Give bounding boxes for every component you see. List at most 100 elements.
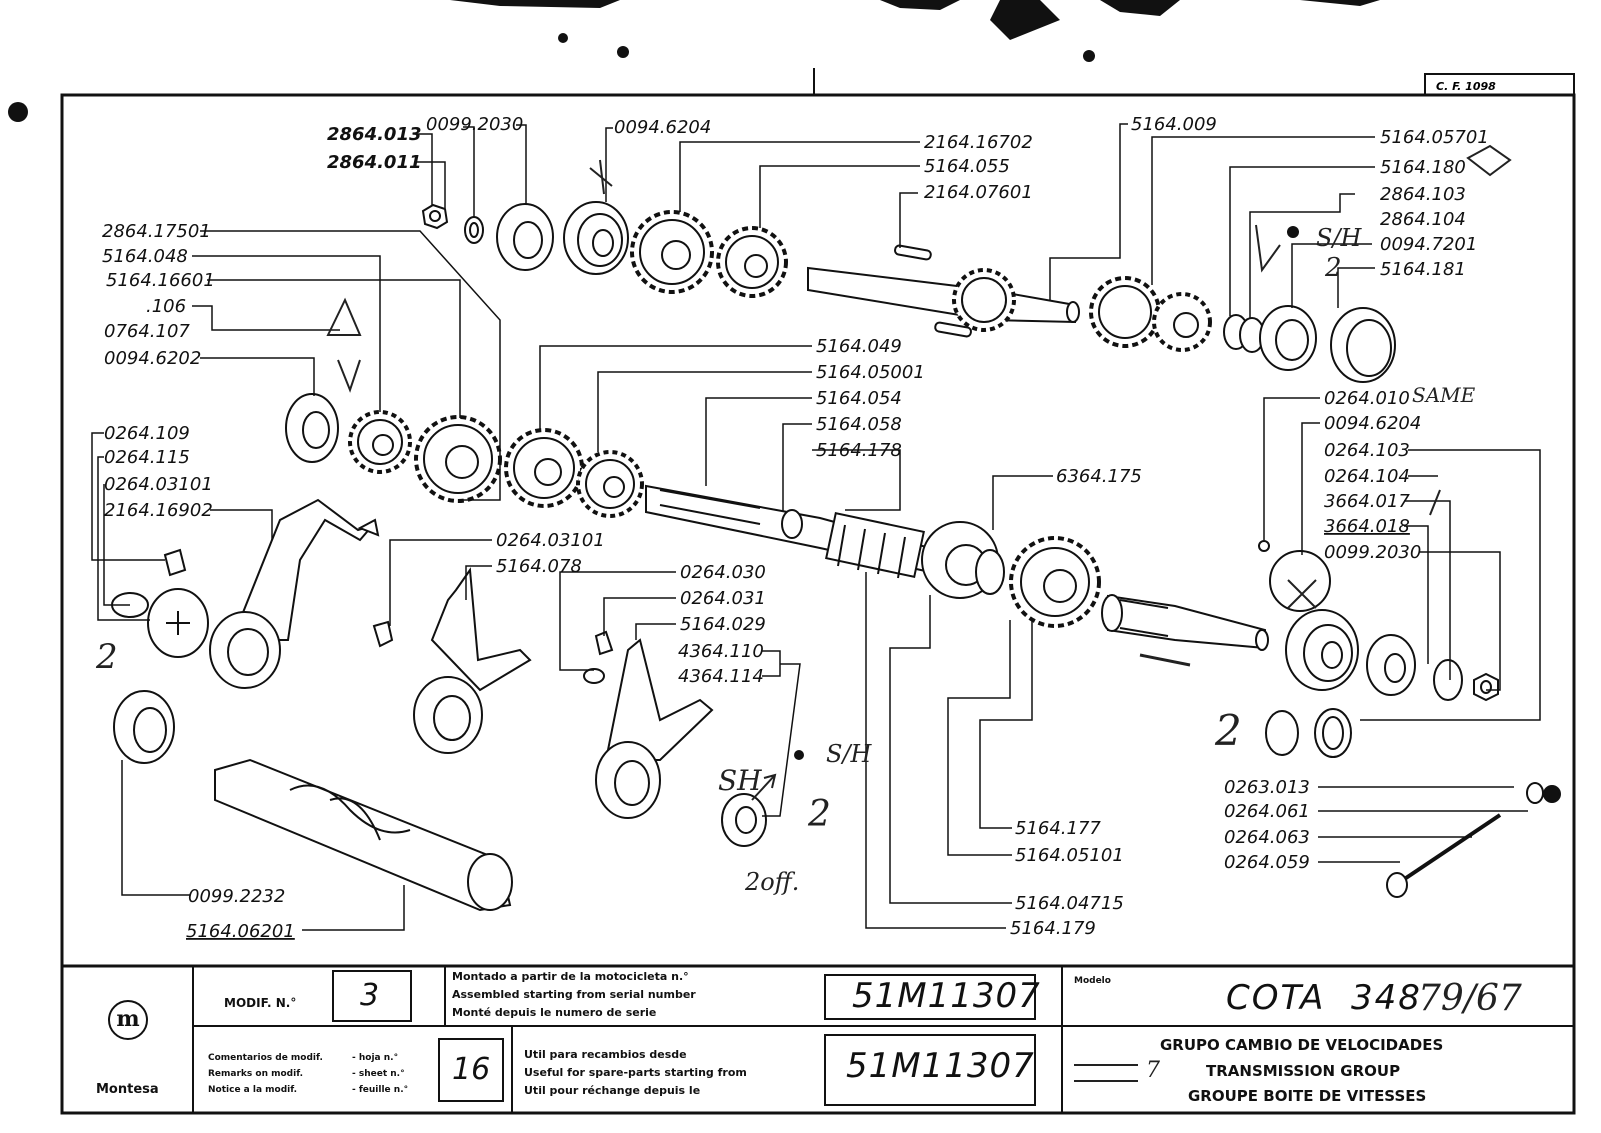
label-0094-6202: 0094.6202 <box>104 348 201 369</box>
svg-text:S/H: S/H <box>1316 224 1363 252</box>
label-0263-013: 0263.013 <box>1224 777 1310 798</box>
group-en: TRANSMISSION GROUP <box>1206 1062 1401 1080</box>
svg-text:2: 2 <box>1214 706 1242 755</box>
fork-5164-078 <box>413 567 532 754</box>
assembled-en: Assembled starting from serial number <box>452 988 696 1001</box>
label-0264-109: 0264.109 <box>104 423 190 444</box>
label-2164-16902: 2164.16902 <box>104 500 213 521</box>
gear-6364-175 <box>921 521 1101 628</box>
label-0264-061: 0264.061 <box>1224 801 1310 822</box>
serial-1-box <box>824 974 1036 1020</box>
assembled-es: Montado a partir de la motocicleta n.° <box>452 970 689 983</box>
label-5164-05101: 5164.05101 <box>1015 845 1124 866</box>
svg-text:2: 2 <box>95 637 118 677</box>
svg-text:SAME: SAME <box>1412 383 1476 407</box>
serial-2: 51M11307 <box>846 1046 1035 1086</box>
util-fr: Util pour réchange depuis le <box>524 1084 701 1097</box>
gear-5164-16601 <box>348 410 412 474</box>
scan-smudges <box>8 0 1380 122</box>
label-0094-6204-top: 0094.6204 <box>614 117 711 138</box>
svg-text:2off.: 2off. <box>744 868 799 896</box>
model-name: COTA 348 <box>1226 978 1422 1018</box>
handwritten-notes <box>326 144 1512 801</box>
lockwasher-3664-017 <box>1433 659 1463 701</box>
label-5164-078: 5164.078 <box>496 556 582 577</box>
svg-text:2: 2 <box>807 794 831 835</box>
svg-text:S/H: S/H <box>826 740 873 768</box>
label-5164-180: 5164.180 <box>1380 157 1466 178</box>
output-shaft <box>1101 594 1269 651</box>
label-3664-018: 3664.018 <box>1324 516 1410 537</box>
group-es: GRUPO CAMBIO DE VELOCIDADES <box>1160 1036 1444 1054</box>
label-0264-059: 0264.059 <box>1224 852 1310 873</box>
gear-5164-055 <box>716 226 788 298</box>
svg-text:SH: SH <box>718 764 762 797</box>
group-prefix-struck: 7 <box>1146 1058 1160 1083</box>
comments-en: Remarks on modif. <box>208 1069 304 1079</box>
gear-5164-05701 <box>1089 276 1212 352</box>
sheet-label-es: - hoja n.° <box>352 1053 399 1063</box>
gear-2164-16702 <box>630 210 714 294</box>
label-2864-104: 2864.104 <box>1380 209 1466 230</box>
label-0764-107: 0764.107 <box>104 321 190 342</box>
sensor-ring <box>1269 550 1331 612</box>
label-4364-110: 4364.110 <box>678 641 764 662</box>
label-5164-181: 5164.181 <box>1380 259 1466 280</box>
label-0099-2232: 0099.2232 <box>188 886 285 907</box>
label-5164-029: 5164.029 <box>680 614 766 635</box>
model-handwritten: 79/67 <box>1418 978 1522 1019</box>
label-4364-114: 4364.114 <box>678 666 764 687</box>
gear-2864-17501 <box>414 415 502 503</box>
label-0264-063: 0264.063 <box>1224 827 1310 848</box>
sheet-box <box>438 1038 504 1102</box>
label-2164-07601: 2164.07601 <box>924 182 1033 203</box>
assembled-fr: Monté depuis le numero de serie <box>452 1006 657 1019</box>
sheet-label-en: - sheet n.° <box>352 1069 405 1079</box>
title-block-lines <box>192 966 1574 1113</box>
sheet-value: 16 <box>452 1052 491 1087</box>
modelo-label: Modelo <box>1074 976 1111 986</box>
fork-2164-16902 <box>209 498 380 689</box>
label-2864-17501: 2864.17501 <box>102 221 211 242</box>
label-5164-05001: 5164.05001 <box>816 362 925 383</box>
label-5164-177: 5164.177 <box>1015 818 1101 839</box>
parts-drawings <box>111 201 1561 912</box>
group-fr: GROUPE BOITE DE VITESSES <box>1188 1087 1427 1105</box>
label-0094-7201: 0094.7201 <box>1380 234 1477 255</box>
gear-5164-049 <box>504 428 584 508</box>
label-5164-009: 5164.009 <box>1131 114 1217 135</box>
modif-value: 3 <box>360 978 380 1013</box>
fork-5164-029 <box>595 638 714 819</box>
label-5164-048: 5164.048 <box>102 246 188 267</box>
label-0099-2030-r: 0099.2030 <box>1324 542 1421 563</box>
label-5164-049: 5164.049 <box>816 336 902 357</box>
label-0264-115: 0264.115 <box>104 447 190 468</box>
label-0264-030: 0264.030 <box>680 562 766 583</box>
label-0099-2030-top: 0099.2030 <box>426 114 523 135</box>
label-0264-03101-l: 0264.03101 <box>104 474 213 495</box>
handwritten-text: SAME S/H 2 2 S/H SH 2 2off. 2 <box>95 224 1476 896</box>
brand-logo: m <box>108 1000 148 1040</box>
modif-label: MODIF. N.° <box>224 996 297 1010</box>
svg-text:2: 2 <box>1324 253 1342 283</box>
label-5164-055: 5164.055 <box>924 156 1010 177</box>
sheet-label-fr: - feuille n.° <box>352 1085 409 1095</box>
label-106: .106 <box>146 296 186 317</box>
label-0264-031: 0264.031 <box>680 588 766 609</box>
shaft-5164-009 <box>807 244 1080 338</box>
label-5164-054: 5164.054 <box>816 388 902 409</box>
drum-5164-06201 <box>214 758 513 912</box>
mainshaft-5164-054 <box>645 484 931 579</box>
label-0264-03101-m: 0264.03101 <box>496 530 605 551</box>
serial-1: 51M11307 <box>852 976 1041 1016</box>
label-5164-04715: 5164.04715 <box>1015 893 1124 914</box>
label-2864-013: 2864.013 <box>327 124 422 145</box>
label-0264-103: 0264.103 <box>1324 440 1410 461</box>
label-5164-06201: 5164.06201 <box>186 921 295 942</box>
struck-mark <box>1074 1064 1138 1082</box>
label-5164-05701: 5164.05701 <box>1380 127 1489 148</box>
label-6364-175: 6364.175 <box>1056 466 1142 487</box>
ref-code: C. F. 1098 <box>1436 80 1496 93</box>
util-en: Useful for spare-parts starting from <box>524 1066 747 1079</box>
